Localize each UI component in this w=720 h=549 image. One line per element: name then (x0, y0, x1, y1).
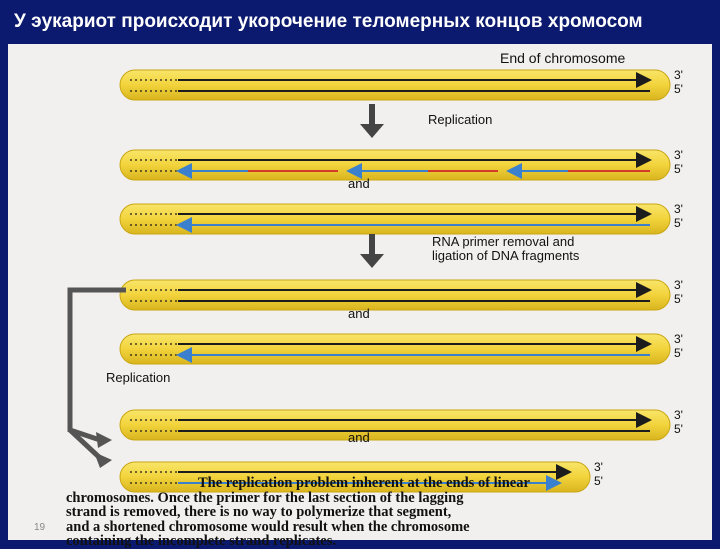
five-prime-label-6: 5' (674, 422, 683, 436)
caption-line-1: The replication problem inherent at the … (198, 476, 530, 491)
page-number: 19 (34, 522, 46, 533)
chromosome-rod-3 (119, 203, 671, 235)
rna-primer-label-line1: RNA primer removal and (432, 234, 575, 249)
three-prime-label-7: 3' (594, 460, 603, 474)
caption-line-2: chromosomes. Once the primer for the las… (66, 490, 464, 505)
diagram-panel: End of chromosome Replication and RNA pr… (8, 44, 712, 548)
caption-line-5: containing the incomplete strand replica… (66, 534, 336, 549)
chromosome-rod-1 (119, 69, 671, 101)
chromosome-rod-7 (119, 461, 591, 493)
figure-caption: The replication problem inherent at the … (66, 476, 702, 549)
caption-line-3: strand is removed, there is no way to po… (66, 505, 452, 520)
five-prime-label-7: 5' (594, 474, 603, 488)
three-prime-label-6: 3' (674, 408, 683, 422)
slide-title: У эукариот происходит укорочение теломер… (0, 0, 720, 44)
and-label-3: and (348, 430, 370, 445)
step-arrow-2 (360, 234, 384, 268)
step-arrow-1 (360, 104, 384, 138)
five-prime-label-1: 5' (674, 82, 683, 96)
chromosome-rod-2 (119, 149, 671, 181)
bracket-arrowhead-lower (94, 452, 112, 468)
and-label-1: and (348, 176, 370, 191)
five-prime-label-2: 5' (674, 162, 683, 176)
five-prime-label-4: 5' (674, 292, 683, 306)
five-prime-label-5: 5' (674, 346, 683, 360)
replication-diagram (67, 69, 671, 493)
chromosome-rod-5 (119, 333, 671, 365)
five-prime-label-3: 5' (674, 216, 683, 230)
end-of-chromosome-label: End of chromosome (500, 50, 626, 66)
three-prime-label-5: 3' (674, 332, 683, 346)
three-prime-label-3: 3' (674, 202, 683, 216)
three-prime-label-2: 3' (674, 148, 683, 162)
and-label-2: and (348, 306, 370, 321)
three-prime-label-1: 3' (674, 68, 683, 82)
replication-left-label: Replication (106, 370, 171, 385)
replication-step-label: Replication (428, 112, 493, 127)
caption-line-4: and a shortened chromosome would result … (66, 519, 470, 534)
bracket-arrowhead-upper (96, 432, 112, 448)
chromosome-rod-4 (119, 279, 671, 311)
rna-primer-label-line2: ligation of DNA fragments (432, 248, 580, 263)
three-prime-label-4: 3' (674, 278, 683, 292)
chromosome-rod-6 (119, 409, 671, 441)
